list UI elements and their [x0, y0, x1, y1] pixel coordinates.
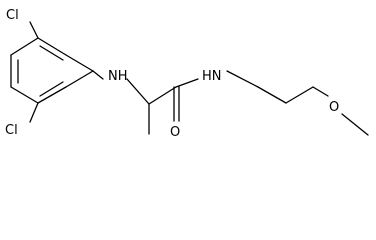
ring-double-bond-lower-right	[39, 81, 64, 97]
bond-ring-cl-bottom	[29, 102, 39, 123]
bond-o-methyl	[341, 113, 369, 136]
atom-nh-amine: NH	[108, 69, 128, 84]
ring-bond-c4-c5	[37, 86, 67, 104]
bond-propyl-c1-c2	[257, 86, 287, 104]
ring-double-bond-upper-right	[39, 45, 64, 61]
atom-cl-top: Cl	[6, 8, 19, 23]
bond-ring-cl-top	[29, 21, 39, 39]
ring-bond-c3-c4	[65, 70, 94, 88]
benzene-ring	[10, 37, 94, 104]
atom-cl-bottom: Cl	[5, 123, 18, 138]
bond-ring-nh	[92, 70, 104, 80]
atom-nh-amide: HN	[202, 69, 222, 84]
bond-nh-alpha-carbon	[126, 78, 150, 105]
bond-alpha-carbonyl-carbon	[148, 86, 177, 105]
bond-nh-propyl-c1	[226, 70, 259, 88]
bond-propyl-c2-c3	[285, 86, 314, 104]
ring-bond-c1-c2	[37, 37, 67, 56]
bond-carbonyl-nh	[175, 78, 199, 88]
ring-bond-c2-c3	[65, 54, 94, 72]
molecule-diagram: Cl Cl NH O HN O	[5, 8, 369, 140]
atom-oxygen-ether: O	[329, 100, 339, 115]
ring-bond-c5-c6	[10, 86, 39, 104]
atom-oxygen-carbonyl: O	[170, 125, 180, 140]
bond-propyl-c3-o	[312, 86, 329, 97]
ring-bond-c7-c1	[10, 37, 39, 56]
